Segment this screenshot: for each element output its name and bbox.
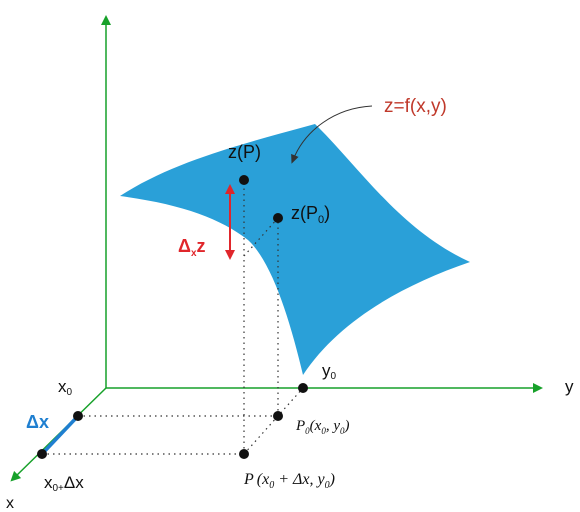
delta-x-segment (40, 414, 80, 456)
label-z-p0: z(P0) (291, 203, 330, 226)
surface-equation: z=f(x,y) (384, 96, 447, 117)
label-delta-x-z: Δxz (178, 236, 206, 259)
point-y0 (298, 383, 308, 393)
point-x0 (73, 411, 83, 421)
guide-lines (42, 180, 304, 455)
point-p (239, 449, 249, 459)
point-x0-plus-dx (37, 449, 47, 459)
label-p-point: P(x0 + Δx, y0) (243, 471, 335, 491)
axis-label-y: y (565, 377, 574, 396)
label-x0-plus-dx: x0+Δx (44, 473, 84, 494)
label-p0-point: P0(x0, y0) (295, 418, 350, 436)
point-z-p (239, 175, 249, 185)
point-z-p0 (273, 213, 283, 223)
equation-pointer (291, 105, 373, 164)
label-y0: y0 (322, 361, 337, 382)
label-x0: x0 (58, 377, 73, 398)
axis-label-x: x (6, 495, 14, 512)
surface (120, 124, 470, 375)
label-z-p: z(P) (228, 142, 261, 162)
point-p0 (273, 411, 283, 421)
label-delta-x: Δx (26, 412, 49, 432)
